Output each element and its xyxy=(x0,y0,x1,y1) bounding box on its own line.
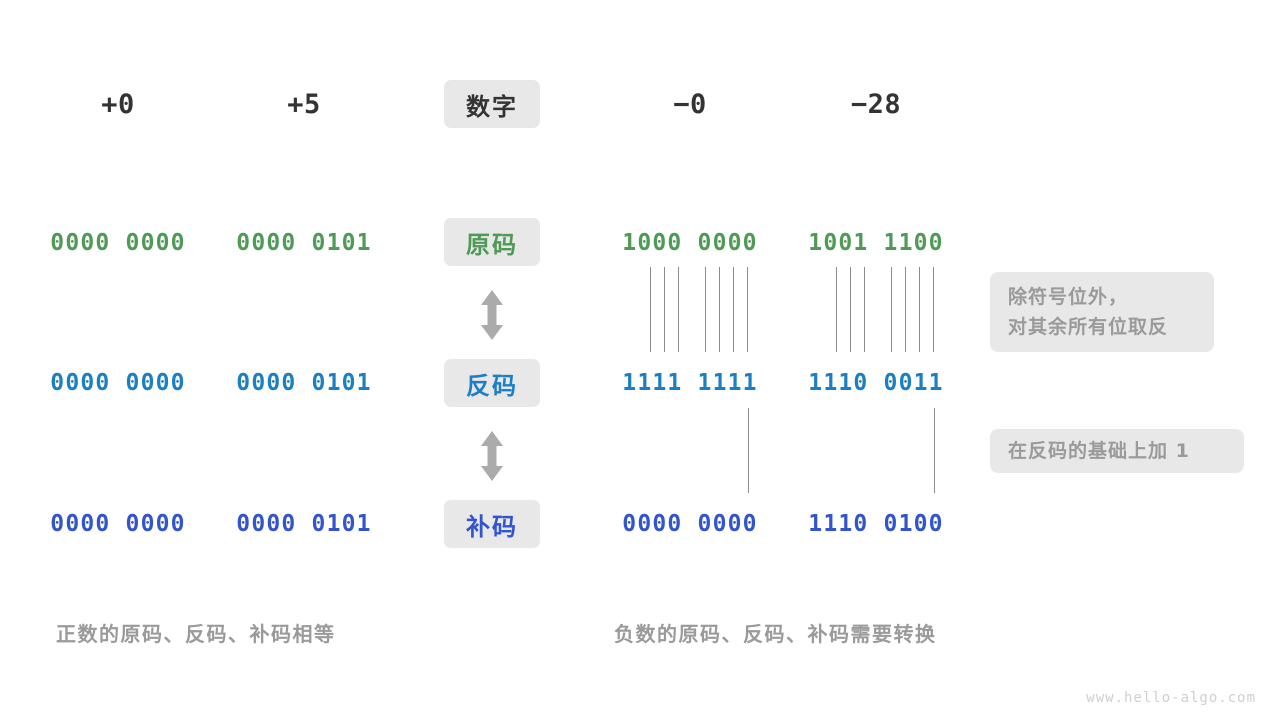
sign-magnitude-minus-zero: 1000 0000 xyxy=(622,230,758,256)
connector-tick xyxy=(733,267,734,352)
connector-tick xyxy=(891,267,892,352)
sign-magnitude-plus-five: 0000 0101 xyxy=(236,230,372,256)
header-value-minus-28: −28 xyxy=(850,88,902,120)
row-label-sign-magnitude: 原码 xyxy=(444,218,540,266)
note-invert-bits-line-2: 对其余所有位取反 xyxy=(1008,316,1169,338)
caption-negative: 负数的原码、反码、补码需要转换 xyxy=(614,622,937,646)
connector-tick xyxy=(864,267,865,352)
twos-complement-plus-zero: 0000 0000 xyxy=(50,511,186,537)
connector-tick xyxy=(905,267,906,352)
connector-tick xyxy=(933,267,934,352)
ones-complement-plus-five: 0000 0101 xyxy=(236,370,372,396)
ones-complement-minus-28: 1110 0011 xyxy=(808,370,944,396)
row-label-ones-complement: 反码 xyxy=(444,359,540,407)
twos-complement-minus-28: 1110 0100 xyxy=(808,511,944,537)
note-add-one-line-1: 在反码的基础上加 1 xyxy=(1008,440,1190,462)
header-value-plus-zero: +0 xyxy=(101,88,135,120)
arrow-ones-to-twos-icon xyxy=(474,429,510,483)
connector-tick xyxy=(919,267,920,352)
note-invert-bits-line-1: 除符号位外， xyxy=(1008,286,1129,308)
watermark: www.hello-algo.com xyxy=(1086,690,1256,706)
arrow-sign-to-ones-icon xyxy=(474,288,510,342)
connector-tick xyxy=(850,267,851,352)
twos-complement-plus-five: 0000 0101 xyxy=(236,511,372,537)
connector-tick xyxy=(748,408,749,493)
sign-magnitude-plus-zero: 0000 0000 xyxy=(50,230,186,256)
note-add-one: 在反码的基础上加 1 xyxy=(990,429,1244,473)
connector-tick xyxy=(650,267,651,352)
header-value-plus-five: +5 xyxy=(287,88,321,120)
connector-tick xyxy=(664,267,665,352)
twos-complement-minus-zero: 0000 0000 xyxy=(622,511,758,537)
row-label-twos-complement: 补码 xyxy=(444,500,540,548)
caption-positive: 正数的原码、反码、补码相等 xyxy=(56,622,336,646)
connector-tick xyxy=(678,267,679,352)
connector-tick xyxy=(934,408,935,493)
ones-complement-plus-zero: 0000 0000 xyxy=(50,370,186,396)
connector-tick xyxy=(747,267,748,352)
connector-tick xyxy=(719,267,720,352)
row-label-number: 数字 xyxy=(444,80,540,128)
header-value-minus-zero: −0 xyxy=(673,88,707,120)
connector-tick xyxy=(836,267,837,352)
note-invert-bits: 除符号位外， 对其余所有位取反 xyxy=(990,272,1214,352)
connector-tick xyxy=(705,267,706,352)
ones-complement-minus-zero: 1111 1111 xyxy=(622,370,758,396)
sign-magnitude-minus-28: 1001 1100 xyxy=(808,230,944,256)
